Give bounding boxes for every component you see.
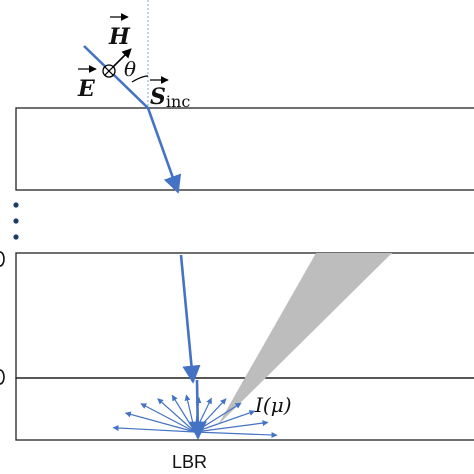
theta-angle-arc [131,75,149,83]
scatter-arrow [194,398,227,433]
scatter-arrow [194,410,256,433]
scatter-arrow [140,403,196,433]
scatter-arrow [124,411,196,433]
theta-label: θ [124,57,136,81]
scatter-arrow [194,431,278,438]
scatter-arrow [184,394,196,433]
left-edge-marker-upper [0,251,5,267]
left-edge-marker-lower [0,369,5,385]
s-inc-subscript: inc [166,92,190,111]
lbr-label: LBR [172,452,207,472]
scatter-arrow [194,420,269,433]
refracted-ray-middle-layer [179,254,201,384]
h-field-label: H [108,24,131,50]
s-inc-main: S [150,84,166,110]
scatter-arrow [157,398,196,433]
vertical-ellipsis [13,202,19,240]
e-field-label: E [77,76,96,102]
refracted-ray-top-layer [146,107,182,194]
scattering-fan [112,394,278,438]
intensity-cone [218,253,392,425]
incident-ray [83,45,149,109]
e-field-into-page-icon [102,64,116,78]
middle-layer [15,252,474,379]
scatter-arrow [194,402,242,433]
scatter-arrow [112,424,196,433]
scatter-arrow [194,397,212,433]
scatter-arrow [171,394,196,433]
intensity-label: I(μ) [254,393,292,417]
scatter-arrow [194,397,202,433]
s-inc-label: Sinc [150,84,190,111]
top-layer [15,107,474,191]
